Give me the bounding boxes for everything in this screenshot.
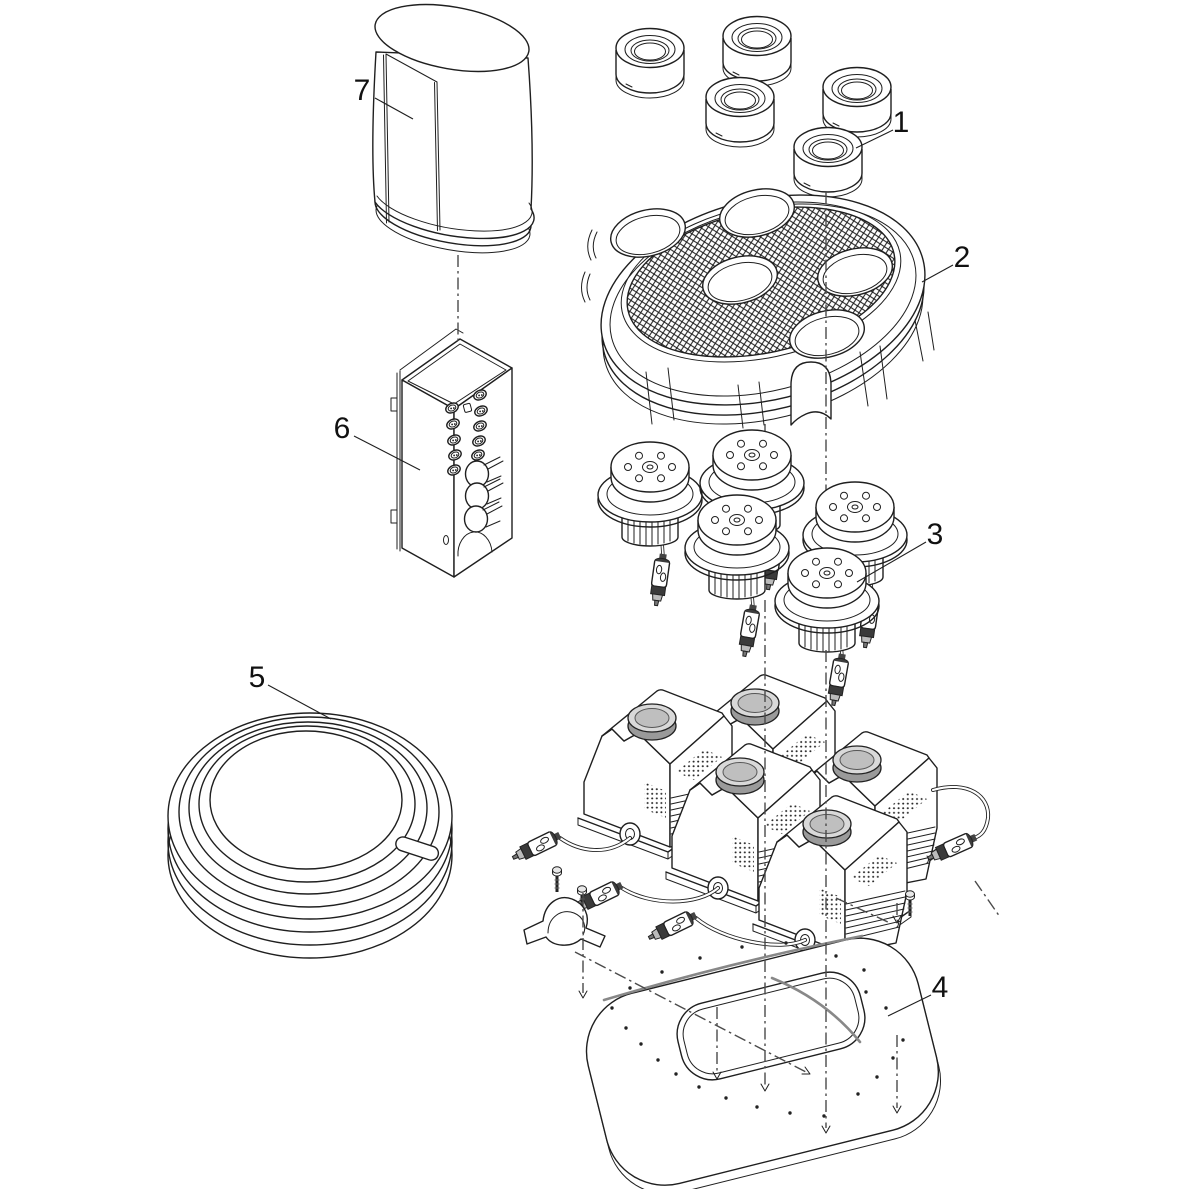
box-hose-sockets — [463, 456, 504, 533]
nozzle-unit — [597, 441, 703, 547]
pump-plug — [509, 827, 564, 866]
distributor-box — [390, 328, 513, 578]
base-plate — [585, 934, 942, 1189]
leader-line-3 — [856, 541, 927, 583]
hose-clamp — [523, 897, 606, 948]
leader-line-2 — [921, 264, 954, 283]
callout-label-1: 1 — [893, 106, 910, 139]
callout-label-7: 7 — [354, 74, 371, 107]
cover-panel-seams — [383, 53, 441, 231]
leader-line-1 — [855, 129, 894, 149]
leader-line-7 — [374, 97, 414, 120]
plate-holes-dots — [610, 941, 905, 1118]
cover-top-face — [374, 3, 530, 73]
leader-line-4 — [887, 994, 932, 1017]
nozzle-plug — [736, 603, 762, 659]
cutout-edge-shade — [770, 976, 862, 1044]
leader-line-6 — [353, 435, 421, 471]
callout-label-5: 5 — [249, 661, 266, 694]
plate-edge-shade — [602, 934, 864, 1002]
screw — [551, 865, 563, 894]
mesh-top-plate — [581, 188, 935, 429]
rim-grooves — [645, 311, 935, 429]
nozzle-ring-caps — [615, 15, 892, 198]
pump-plug — [645, 907, 700, 946]
plate-holes — [610, 188, 893, 359]
callout-label-3: 3 — [927, 518, 944, 551]
callout-label-2: 2 — [954, 241, 971, 274]
center-lines-lower — [574, 600, 1001, 1134]
rim-slots — [581, 229, 598, 303]
box-connector-sockets — [445, 389, 488, 476]
hose-coil — [167, 712, 453, 959]
callout-label-6: 6 — [334, 412, 351, 445]
fountain-nozzles — [597, 429, 908, 708]
front-cable-notch — [790, 361, 832, 426]
callouts: 1 2 3 4 5 6 7 — [249, 74, 971, 1017]
pump-assembly — [509, 674, 991, 966]
callout-label-4: 4 — [932, 971, 949, 1004]
leader-line-5 — [267, 684, 332, 720]
cover-part — [372, 3, 535, 254]
nozzle-plug — [647, 552, 672, 608]
nozzle-plug — [825, 652, 851, 708]
hose-end — [395, 836, 440, 861]
